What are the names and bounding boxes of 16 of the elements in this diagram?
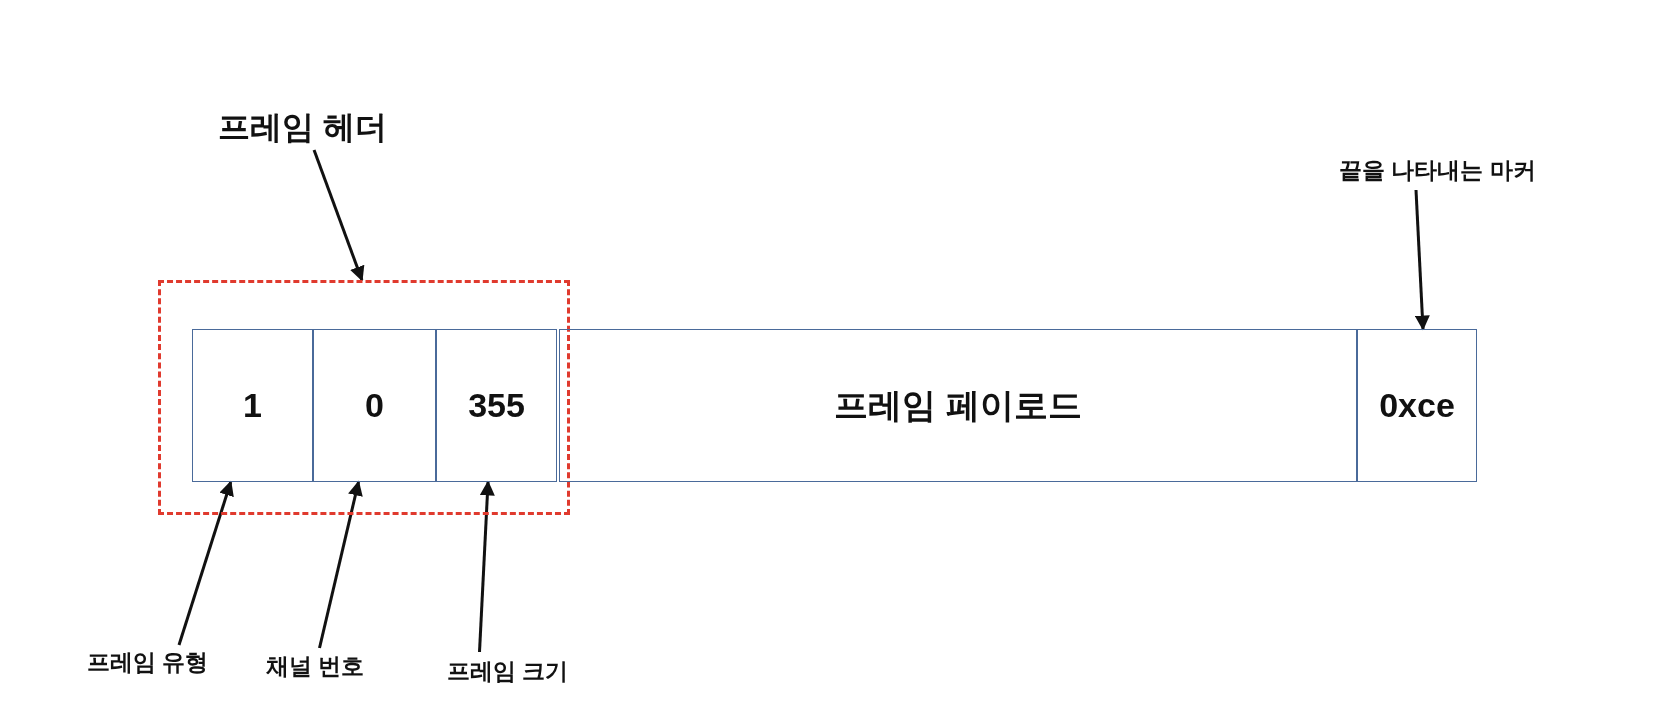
arrow xyxy=(1414,189,1430,331)
arrow xyxy=(318,480,363,649)
frame-field: 0xce xyxy=(1357,329,1477,482)
annotation-label: 프레임 헤더 xyxy=(220,105,385,150)
frame-field: 1 xyxy=(192,329,313,482)
arrow xyxy=(312,149,365,282)
arrow xyxy=(177,480,234,646)
frame-field: 355 xyxy=(436,329,557,482)
header-group-outline xyxy=(158,280,570,515)
annotation-label: 프레임 크기 xyxy=(420,652,595,690)
arrow xyxy=(478,480,495,653)
annotation-label: 채널 번호 xyxy=(240,648,390,685)
frame-field: 0 xyxy=(313,329,436,482)
annotation-label: 끝을 나타내는 마커 xyxy=(1330,150,1545,190)
annotation-label: 프레임 유형 xyxy=(60,645,235,680)
frame-field: 프레임 페이로드 xyxy=(559,329,1357,482)
